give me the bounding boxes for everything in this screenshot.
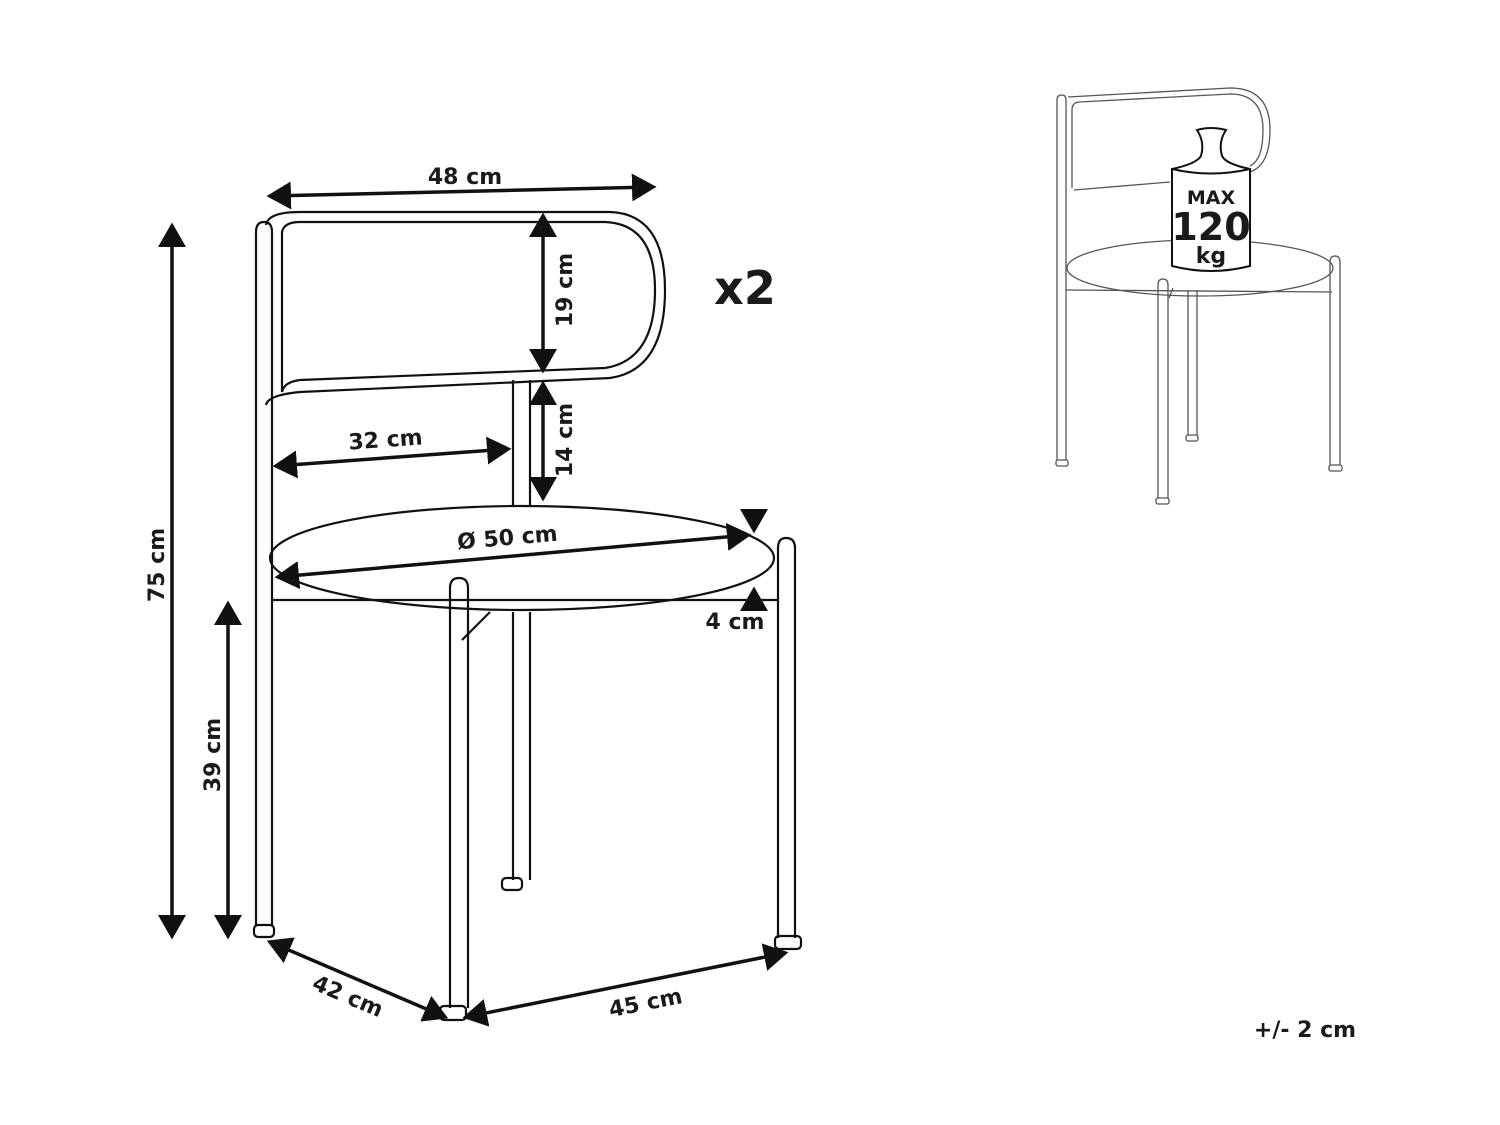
max-label: MAX [1187, 187, 1236, 209]
depth-label: 42 cm [308, 971, 386, 1023]
seat-diameter-label: Ø 50 cm [456, 522, 558, 556]
total-height-label: 75 cm [145, 528, 170, 602]
seat-height-label: 39 cm [201, 718, 226, 792]
backrest-height-label: 19 cm [553, 253, 578, 327]
width-back-label: 48 cm [428, 165, 502, 190]
back-gap-label: 14 cm [553, 403, 578, 477]
max-load-value: 120 [1171, 205, 1250, 249]
weight-icon [1171, 127, 1251, 272]
max-load-unit: kg [1196, 244, 1226, 269]
load-capacity-chair: MAX 120 kg [1055, 87, 1343, 505]
width-label: 45 cm [607, 984, 685, 1023]
tolerance-label: +/- 2 cm [1254, 1018, 1356, 1043]
quantity-label: x2 [714, 261, 776, 315]
inner-width-label: 32 cm [348, 425, 424, 455]
dimension-lines [158, 173, 789, 1027]
seat-thickness-label: 4 cm [706, 610, 765, 635]
